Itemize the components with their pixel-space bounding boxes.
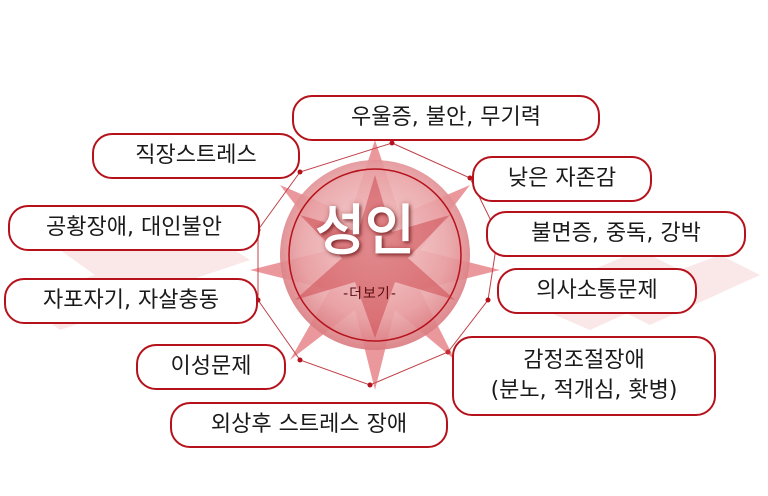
topic-ptsd[interactable]: 외상후 스트레스 장애 (170, 402, 448, 448)
inner-star (295, 175, 455, 338)
topic-label: 우울증, 불안, 무기력 (351, 105, 541, 130)
topic-label: 자포자기, 자살충동 (43, 288, 219, 313)
topic-label: 공황장애, 대인불안 (46, 215, 222, 240)
topic-emotion[interactable]: 감정조절장애 (분노, 적개심, 홧병) (452, 336, 716, 416)
topic-label: 직장스트레스 (135, 143, 257, 168)
topic-communication[interactable]: 의사소통문제 (497, 268, 697, 314)
more-link[interactable]: -더보기- (343, 286, 397, 302)
topic-label: (분노, 적개심, 홧병) (490, 378, 678, 403)
topic-label: 외상후 스트레스 장애 (210, 412, 408, 437)
topic-sexuality[interactable]: 이성문제 (136, 344, 286, 390)
topic-label: 불면증, 중독, 강박 (531, 221, 701, 246)
topic-self-esteem[interactable]: 낮은 자존감 (472, 156, 652, 202)
topic-label: 이성문제 (170, 354, 252, 379)
topic-label: 의사소통문제 (536, 278, 658, 303)
topic-label: 감정조절장애 (523, 348, 645, 373)
topic-self-harm[interactable]: 자포자기, 자살충동 (4, 278, 258, 324)
topic-depression[interactable]: 우울증, 불안, 무기력 (292, 95, 600, 141)
topic-work-stress[interactable]: 직장스트레스 (92, 133, 300, 179)
center-ring (288, 168, 462, 342)
center-title[interactable]: 성인 (315, 197, 415, 262)
topic-panic[interactable]: 공황장애, 대인불안 (8, 205, 260, 251)
center-circle (280, 160, 470, 350)
topic-insomnia[interactable]: 불면증, 중독, 강박 (486, 211, 746, 257)
topic-label: 낮은 자존감 (507, 166, 617, 191)
